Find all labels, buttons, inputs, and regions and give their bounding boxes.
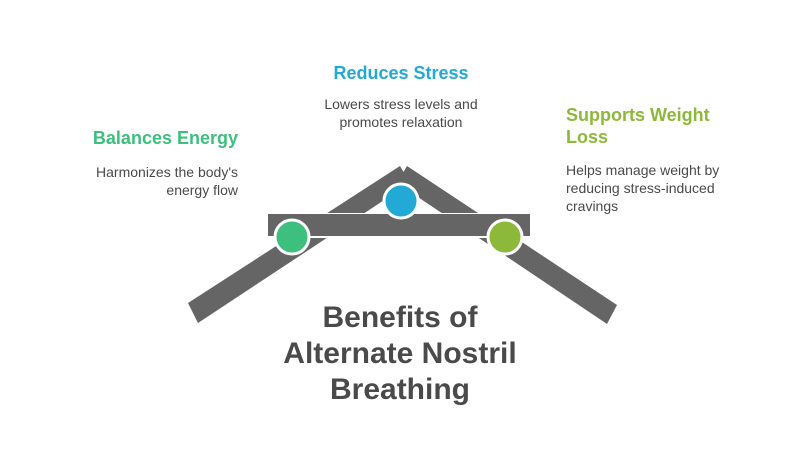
supports-weight-loss-node bbox=[486, 218, 524, 256]
supports-weight-loss-description: Helps manage weight by reducing stress-i… bbox=[566, 161, 746, 215]
description-line: energy flow bbox=[166, 182, 238, 198]
title-line: Alternate Nostril bbox=[283, 337, 517, 370]
heading-line: Loss bbox=[566, 127, 609, 147]
reduces-stress-node bbox=[382, 182, 420, 220]
description-line: Harmonizes the body's bbox=[96, 164, 238, 180]
balances-energy-heading: Balances Energy bbox=[92, 128, 238, 148]
description-line: cravings bbox=[566, 198, 619, 214]
description-line: reducing stress-induced bbox=[566, 180, 715, 196]
supports-weight-loss-block: Supports Weight Loss Helps manage weight… bbox=[566, 104, 746, 215]
description-line: Lowers stress levels and bbox=[324, 96, 478, 112]
reduces-stress-heading: Reduces Stress bbox=[333, 63, 469, 83]
supports-weight-loss-heading: Supports Weight Loss bbox=[566, 104, 746, 148]
reduces-stress-block: Reduces Stress Lowers stress levels and … bbox=[300, 62, 502, 131]
reduces-stress-description: Lowers stress levels and promotes relaxa… bbox=[300, 95, 502, 131]
description-line: Helps manage weight by bbox=[566, 162, 720, 178]
heading-line: Supports Weight bbox=[566, 105, 710, 125]
title-line: Benefits of bbox=[322, 301, 478, 334]
balances-energy-node bbox=[273, 218, 311, 256]
description-line: promotes relaxation bbox=[339, 114, 463, 130]
title-line: Breathing bbox=[329, 373, 470, 406]
balances-energy-block: Balances Energy Harmonizes the body's en… bbox=[60, 127, 238, 199]
diagram-title: Benefits of Alternate Nostril Breathing bbox=[260, 300, 540, 408]
crossbar bbox=[268, 214, 530, 236]
balances-energy-description: Harmonizes the body's energy flow bbox=[60, 163, 238, 199]
